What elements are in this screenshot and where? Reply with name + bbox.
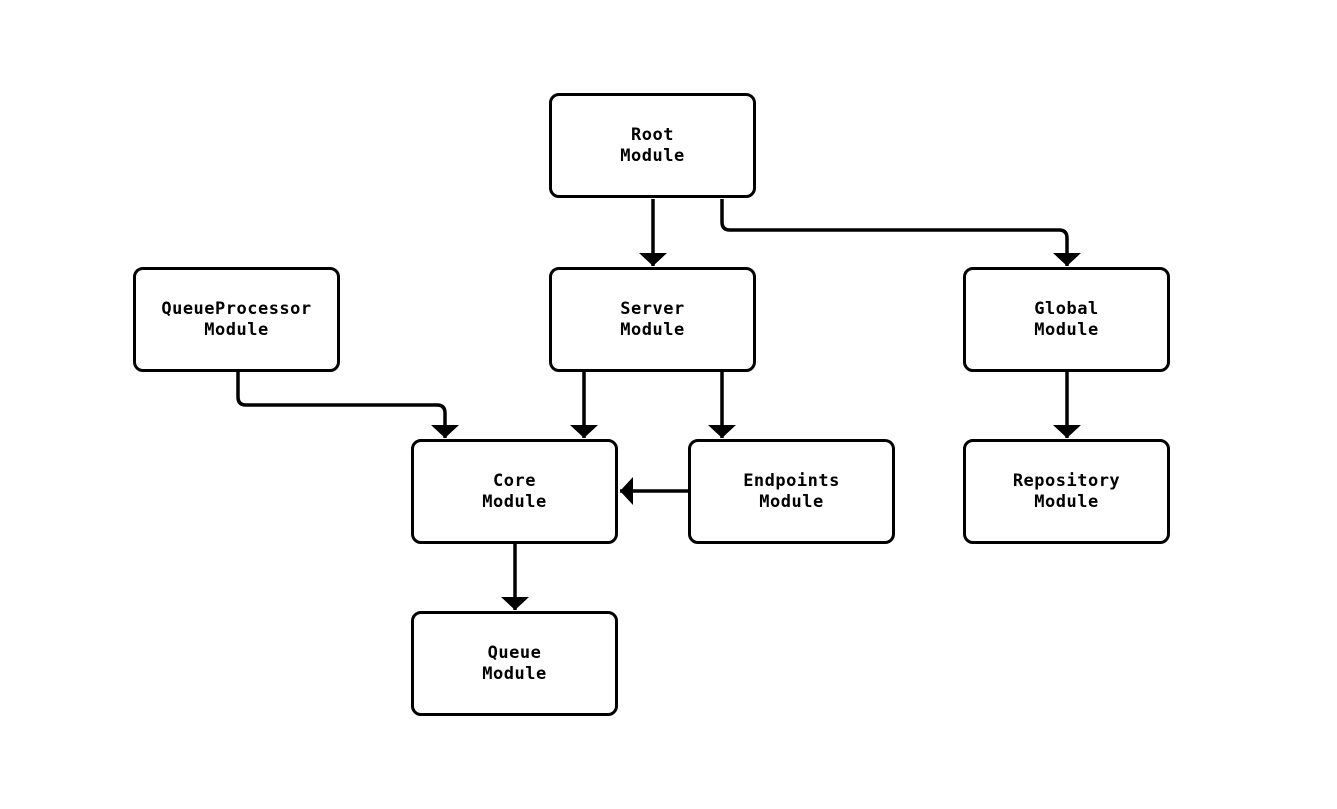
- node-queueprocessor-module-label: QueueProcessor Module: [161, 298, 312, 340]
- node-endpoints-module: Endpoints Module: [688, 439, 895, 544]
- node-repository-module-label: Repository Module: [1012, 470, 1121, 512]
- node-global-module-label: Global Module: [1034, 298, 1099, 340]
- node-server-module-label: Server Module: [620, 298, 685, 340]
- node-queueprocessor-module: QueueProcessor Module: [133, 267, 340, 372]
- node-global-module: Global Module: [963, 267, 1170, 372]
- node-server-module: Server Module: [549, 267, 756, 372]
- node-root-module: Root Module: [549, 93, 756, 198]
- node-root-module-label: Root Module: [620, 124, 685, 166]
- node-core-module: Core Module: [411, 439, 618, 544]
- node-endpoints-module-label: Endpoints Module: [743, 470, 840, 512]
- node-queue-module: Queue Module: [411, 611, 618, 716]
- edge-root-to-global: [720, 199, 1081, 266]
- node-repository-module: Repository Module: [963, 439, 1170, 544]
- edge-queueprocessor-to-core: [236, 372, 459, 438]
- node-queue-module-label: Queue Module: [482, 642, 547, 684]
- node-core-module-label: Core Module: [482, 470, 547, 512]
